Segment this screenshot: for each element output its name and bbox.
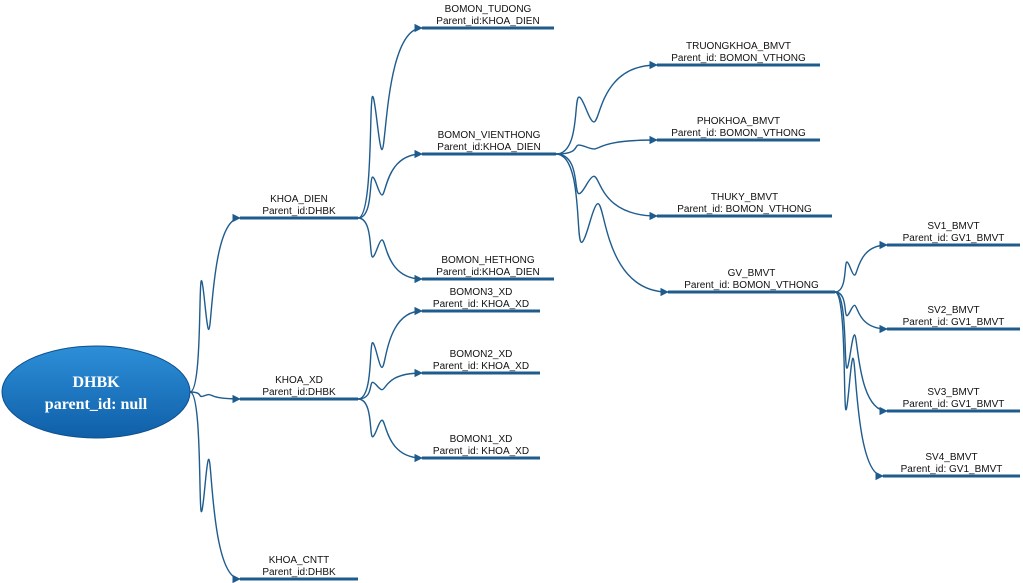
connector-bomon3_xd (357, 306, 423, 400)
connector-sv2_bmvt (834, 291, 888, 334)
connector-bomon_vienthong (357, 149, 423, 219)
root-ellipse (1, 345, 191, 439)
node-layer: KHOA_DIENParent_id:DHBKKHOA_XDParent_id:… (240, 4, 1020, 581)
node-parent-id: Parent_id: GV1_BMVT (903, 399, 1005, 410)
connector-bomon2_xd (357, 368, 423, 400)
node-name: KHOA_CNTT (269, 555, 330, 566)
node-parent-id: Parent_id: GV1_BMVT (903, 317, 1005, 328)
node-name: BOMON1_XD (450, 434, 513, 445)
node-name: BOMON_VIENTHONG (438, 130, 541, 141)
node-name: SV3_BMVT (927, 387, 979, 398)
node-name: GV_BMVT (728, 268, 776, 279)
node-parent-id: Parent_id: BOMON_VTHONG (671, 53, 806, 64)
connector-bomon1_xd (357, 398, 423, 463)
node-name: SV2_BMVT (927, 305, 979, 316)
connector-bomon_tudong (357, 23, 423, 219)
node-name: SV1_BMVT (927, 221, 979, 232)
connector-khoa_cntt (189, 391, 241, 583)
node-name: BOMON_HETHONG (441, 255, 535, 266)
node-name: BOMON2_XD (450, 349, 513, 360)
root-title: DHBK (72, 374, 120, 391)
connector-phokhoa_bmvt (555, 135, 658, 155)
node-parent-id: Parent_id: GV1_BMVT (903, 233, 1005, 244)
connector-thuky_bmvt (555, 153, 658, 221)
connector-layer (189, 23, 888, 583)
connector-gv_bmvt (555, 153, 669, 297)
node-parent-id: Parent_id:KHOA_DIEN (436, 16, 539, 27)
connector-sv3_bmvt (834, 291, 888, 416)
connector-truongkhoa_bmvt (555, 60, 658, 155)
node-name: THUKY_BMVT (711, 192, 778, 203)
node-name: KHOA_DIEN (270, 194, 328, 205)
root-node[interactable]: DHBK parent_id: null (1, 345, 191, 439)
node-parent-id: Parent_id:KHOA_DIEN (436, 267, 539, 278)
node-name: KHOA_XD (275, 375, 323, 386)
node-name: BOMON3_XD (450, 287, 513, 298)
node-parent-id: Parent_id:DHBK (262, 567, 336, 578)
node-parent-id: Parent_id: KHOA_XD (433, 446, 529, 457)
node-name: TRUONGKHOA_BMVT (686, 41, 791, 52)
connector-sv4_bmvt (834, 291, 884, 481)
node-parent-id: Parent_id:DHBK (262, 206, 336, 217)
connector-bomon_hethong (357, 217, 423, 284)
node-name: BOMON_TUDONG (445, 4, 532, 15)
node-parent-id: Parent_id: BOMON_VTHONG (684, 280, 819, 291)
node-parent-id: Parent_id: BOMON_VTHONG (671, 128, 806, 139)
node-name: PHOKHOA_BMVT (697, 116, 780, 127)
root-subtitle: parent_id: null (45, 396, 148, 413)
node-parent-id: Parent_id:KHOA_DIEN (437, 142, 540, 153)
connector-khoa_xd (189, 391, 241, 404)
node-parent-id: Parent_id: GV1_BMVT (901, 464, 1003, 475)
node-parent-id: Parent_id: BOMON_VTHONG (677, 204, 812, 215)
node-parent-id: Parent_id: KHOA_XD (433, 361, 529, 372)
connector-khoa_dien (189, 213, 241, 393)
node-parent-id: Parent_id:DHBK (262, 387, 336, 398)
node-parent-id: Parent_id: KHOA_XD (433, 299, 529, 310)
connector-sv1_bmvt (834, 240, 888, 293)
node-name: SV4_BMVT (925, 452, 977, 463)
